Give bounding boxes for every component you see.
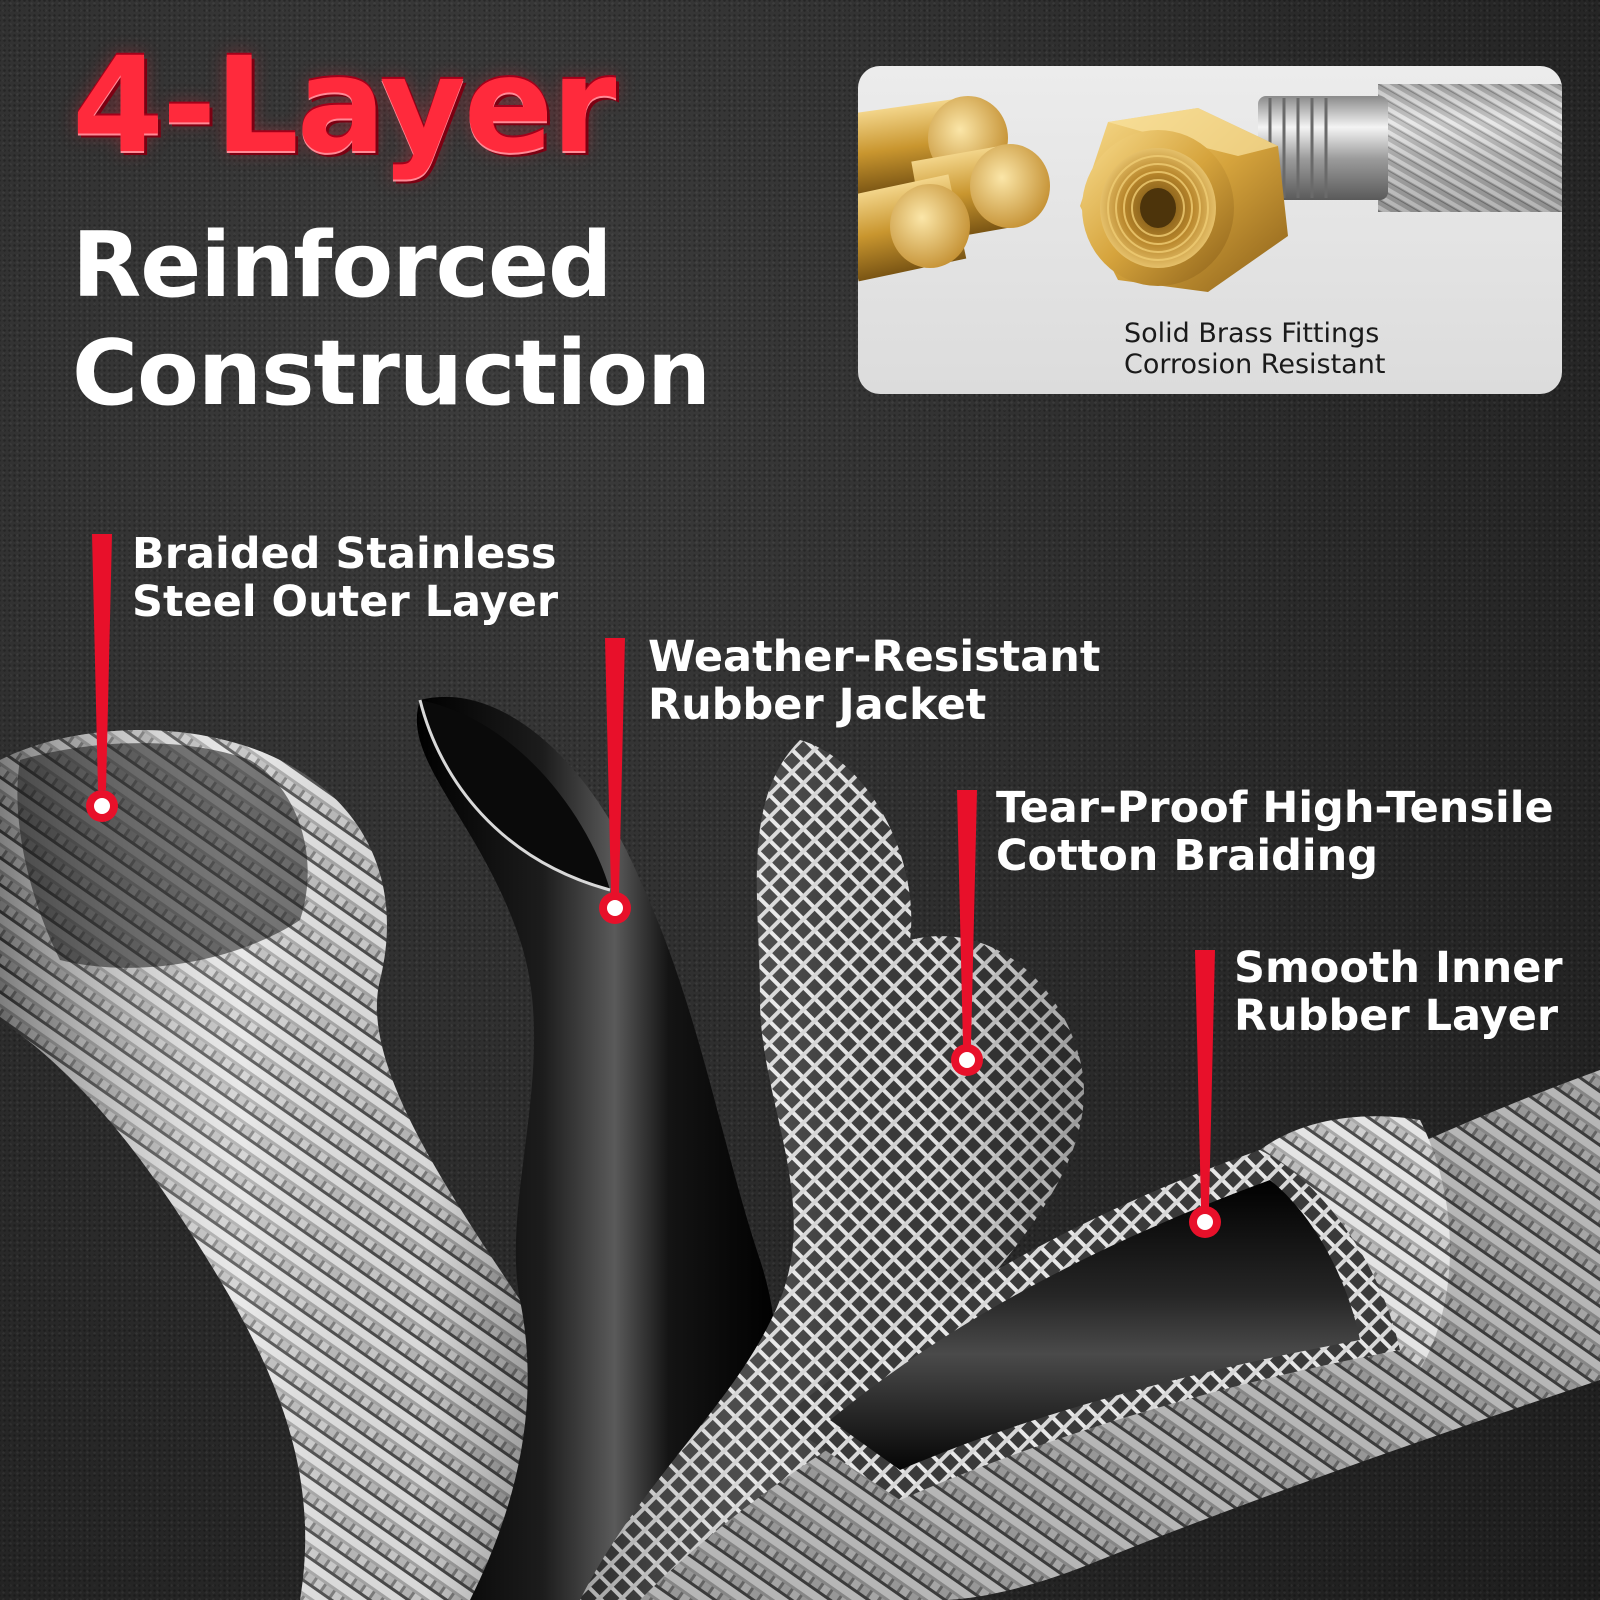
callout-cotton-line2: Cotton Braiding <box>996 831 1378 881</box>
callout-steel-line1: Braided Stainless <box>132 529 557 579</box>
brass-fittings-illustration <box>858 84 1562 292</box>
callout-inner-line2: Rubber Layer <box>1234 991 1559 1041</box>
layer-cotton-braiding <box>580 740 1084 1600</box>
layer-rubber-jacket <box>416 696 777 1600</box>
brass-fittings-card: Solid Brass Fittings Corrosion Resistant <box>858 66 1562 394</box>
headline-subtitle: Reinforced Construction <box>72 212 711 428</box>
headline-4-layer: 4-Layer <box>72 29 616 183</box>
hose-end-braided <box>1258 84 1562 212</box>
headline-construction: Construction <box>72 321 711 426</box>
callout-steel-line2: Steel Outer Layer <box>132 577 559 627</box>
callout-steel-outer-layer: Braided Stainless Steel Outer Layer <box>132 530 558 626</box>
callout-inner-rubber-layer: Smooth Inner Rubber Layer <box>1234 944 1563 1040</box>
callout-rubber-jacket: Weather-Resistant Rubber Jacket <box>648 633 1100 729</box>
callout-pin-steel <box>86 534 118 822</box>
brass-caption-line2: Corrosion Resistant <box>1124 349 1386 380</box>
brass-caption-line1: Solid Brass Fittings <box>1124 318 1380 349</box>
headline-reinforced: Reinforced <box>72 213 612 318</box>
layer-cutaway-hose <box>640 1070 1600 1600</box>
brass-rods <box>858 96 1050 282</box>
callout-inner-line1: Smooth Inner <box>1234 943 1563 993</box>
brass-caption: Solid Brass Fittings Corrosion Resistant <box>1124 318 1385 380</box>
callout-pin-inner-rubber <box>1189 950 1221 1238</box>
callout-jacket-line2: Rubber Jacket <box>648 680 987 730</box>
callout-pin-rubber-jacket <box>599 638 631 924</box>
callout-jacket-line1: Weather-Resistant <box>648 632 1101 682</box>
callout-pin-cotton-braiding <box>951 790 983 1076</box>
brass-hex-nut <box>1080 108 1288 292</box>
callout-cotton-braiding: Tear-Proof High-Tensile Cotton Braiding <box>996 784 1554 880</box>
callout-cotton-line1: Tear-Proof High-Tensile <box>996 783 1554 833</box>
